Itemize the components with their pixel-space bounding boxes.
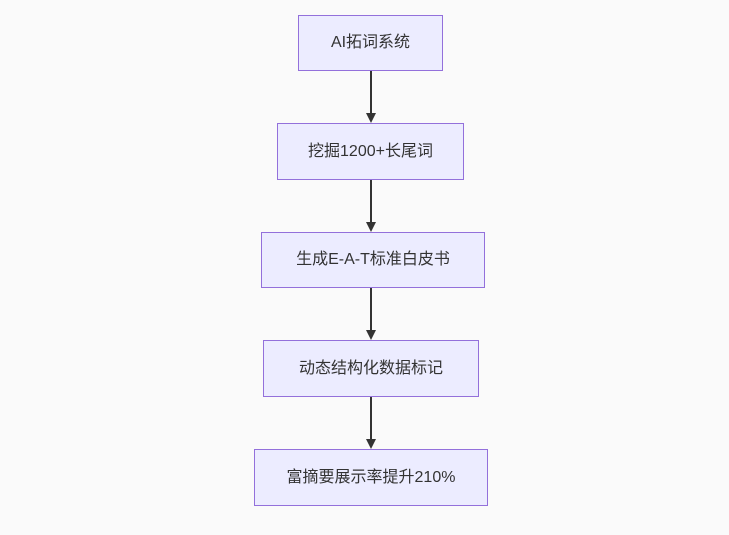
flow-node-ai-word-expansion: AI拓词系统: [298, 15, 443, 71]
flow-node-label: 动态结构化数据标记: [298, 359, 443, 377]
flow-arrow: [366, 71, 376, 123]
arrow-line: [370, 288, 372, 331]
arrow-head-icon: [366, 439, 376, 449]
arrow-line: [370, 71, 372, 114]
flow-node-eat-whitepaper: 生成E-A-T标准白皮书: [261, 232, 485, 288]
arrow-head-icon: [366, 113, 376, 123]
flow-node-label: 挖掘1200+长尾词: [308, 142, 433, 160]
arrow-head-icon: [366, 330, 376, 340]
flow-node-structured-data: 动态结构化数据标记: [263, 340, 479, 397]
flow-node-longtail-mining: 挖掘1200+长尾词: [277, 123, 464, 180]
arrow-head-icon: [366, 222, 376, 232]
flow-node-label: 富摘要展示率提升210%: [286, 468, 456, 486]
flow-node-rich-snippet-result: 富摘要展示率提升210%: [254, 449, 488, 506]
arrow-line: [370, 180, 372, 223]
flow-arrow: [366, 180, 376, 232]
arrow-line: [370, 397, 372, 440]
flow-arrow: [366, 288, 376, 340]
flow-arrow: [366, 397, 376, 449]
flow-node-label: 生成E-A-T标准白皮书: [296, 251, 450, 268]
flow-node-label: AI拓词系统: [330, 34, 411, 51]
